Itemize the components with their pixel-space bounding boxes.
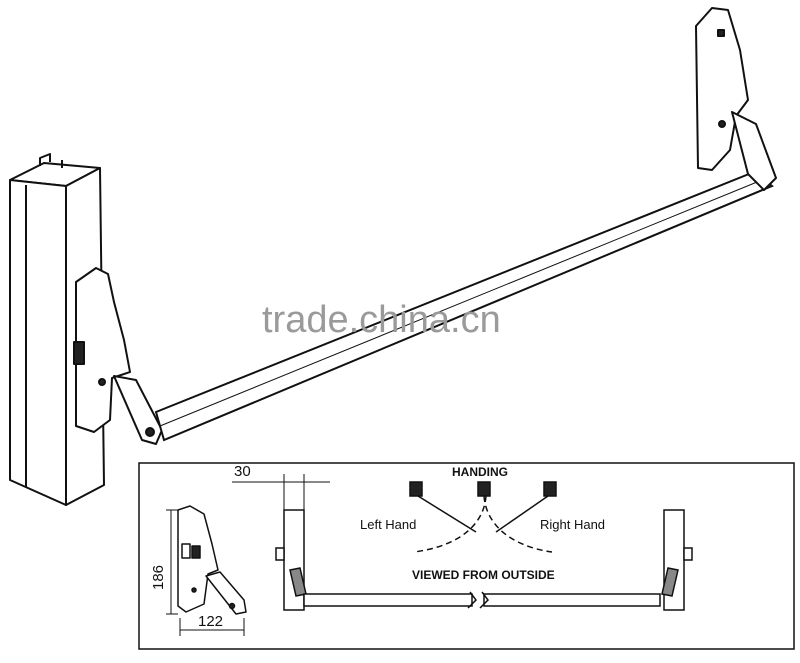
handing-diagram — [409, 481, 557, 553]
viewed-from-label: VIEWED FROM OUTSIDE — [412, 568, 555, 582]
dim-width-label: 122 — [198, 613, 223, 630]
lower-latch-housing — [73, 267, 163, 445]
side-profile-view — [177, 505, 247, 615]
upper-latch-housing — [695, 7, 777, 191]
front-right-housing — [661, 509, 693, 611]
offset-dimension-line — [232, 474, 330, 510]
front-crossbar — [303, 591, 661, 609]
watermark-text: trade.china.cn — [262, 299, 501, 341]
width-dimension-line — [179, 618, 245, 636]
detail-inset-box — [138, 462, 795, 650]
dim-height-label: 186 — [150, 565, 167, 590]
height-dimension-line — [166, 509, 178, 615]
right-hand-label: Right Hand — [540, 517, 605, 532]
crossbar — [154, 170, 774, 442]
dim-offset-label: 30 — [234, 463, 251, 480]
handing-title: HANDING — [452, 465, 508, 479]
left-hand-label: Left Hand — [360, 517, 416, 532]
front-left-housing — [275, 509, 307, 611]
